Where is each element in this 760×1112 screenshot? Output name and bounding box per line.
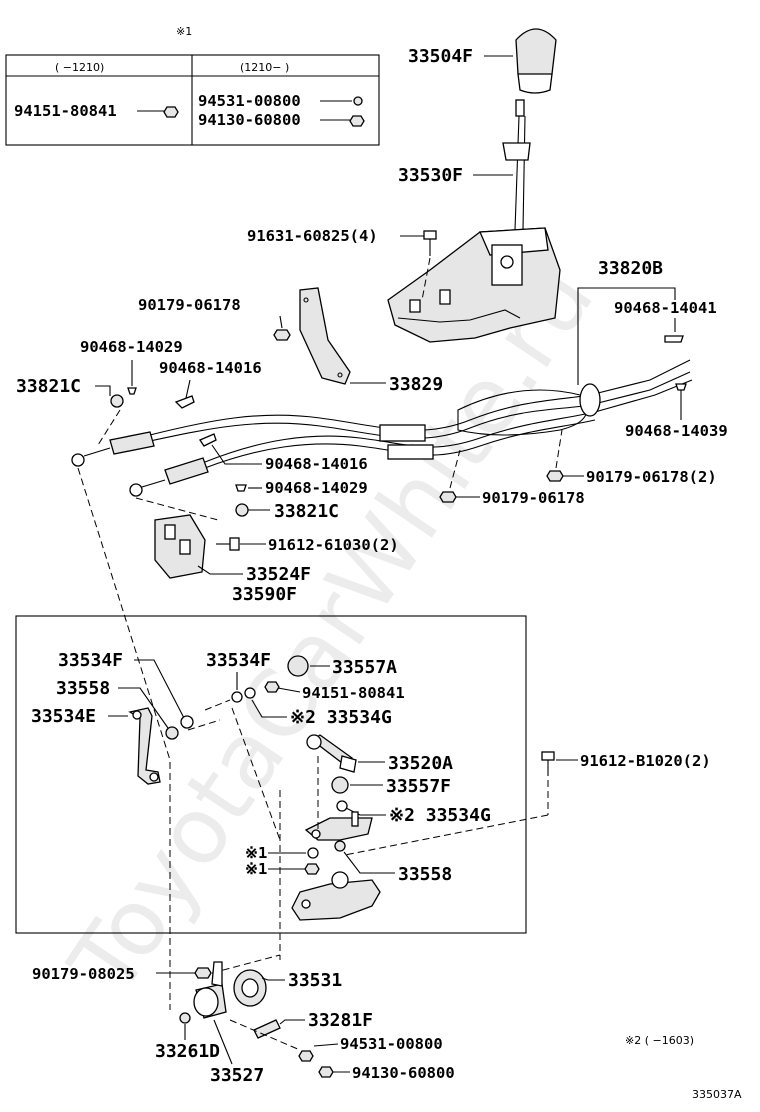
- label-33261D: 33261D: [155, 1041, 220, 1062]
- label-33531: 33531: [288, 970, 342, 991]
- bushing-icon: [331, 776, 349, 794]
- clip-icon: [199, 433, 217, 447]
- label-33829: 33829: [389, 374, 443, 395]
- label-90179-06178-a: 90179-06178: [138, 296, 241, 314]
- label-33534G-a: ※2 33534G: [290, 707, 392, 728]
- bushing-icon: [334, 840, 346, 852]
- washer-icon: [179, 1012, 191, 1024]
- clip-icon: [174, 395, 195, 409]
- pin-icon: [253, 1019, 281, 1039]
- clip-icon: [127, 387, 137, 395]
- table-col1-header: ( −1210): [55, 61, 104, 74]
- table-col2-header: (1210− ): [240, 61, 289, 74]
- nut-icon: [304, 863, 320, 875]
- table-col2-part-2: 94130-60800: [198, 111, 301, 129]
- label-33534F-b: 33534F: [206, 650, 271, 671]
- washer-icon: [353, 96, 363, 106]
- clip-icon: [235, 484, 247, 492]
- washer-icon: [336, 800, 348, 812]
- table-col2-part-1: 94531-00800: [198, 92, 301, 110]
- label-90179-08025: 90179-08025: [32, 965, 135, 983]
- label-star1-a: ※1: [245, 844, 267, 862]
- label-91612-B1020: 91612-B1020(2): [580, 752, 711, 770]
- cable-end-upper: [71, 431, 155, 467]
- nut-icon: [546, 470, 564, 482]
- label-33821C-a: 33821C: [16, 376, 81, 397]
- variant-table: ※1 ( −1210) (1210− ) 94151-80841 94531-0…: [5, 25, 380, 146]
- selector-lever: [193, 961, 227, 1019]
- label-94151-80841: 94151-80841: [302, 684, 405, 702]
- shift-lever-seal: [233, 969, 267, 1007]
- shift-lever-bracket: [291, 871, 381, 921]
- label-90179-06178-b: 90179-06178: [482, 489, 585, 507]
- label-33534G-b: ※2 33534G: [389, 805, 491, 826]
- label-33534E: 33534E: [31, 706, 96, 727]
- label-91612-61030: 91612-61030(2): [268, 536, 399, 554]
- label-33557A: 33557A: [332, 657, 397, 678]
- bolt-icon: [541, 751, 555, 776]
- nut-icon: [194, 967, 212, 979]
- label-33504F: 33504F: [408, 46, 473, 67]
- cable-support-bracket: [154, 514, 206, 579]
- label-33527: 33527: [210, 1065, 264, 1086]
- label-33524F: 33524F: [246, 564, 311, 585]
- shift-lever-housing: [387, 227, 561, 343]
- label-90468-14041: 90468-14041: [614, 299, 717, 317]
- clip-icon: [664, 335, 684, 343]
- bushing-icon: [180, 715, 194, 729]
- shift-link-arm: [128, 707, 161, 785]
- washer-icon: [110, 394, 124, 408]
- nut-icon: [349, 115, 365, 127]
- shift-lever-rod: [502, 99, 531, 231]
- nut-icon: [298, 1050, 314, 1062]
- clip-icon: [675, 383, 687, 391]
- bolt-icon: [216, 537, 240, 551]
- washer-icon: [244, 687, 256, 699]
- note1-mark: ※1: [176, 25, 192, 38]
- bushing-icon: [231, 691, 243, 703]
- label-33558-b: 33558: [398, 864, 452, 885]
- label-90179-06178-2: 90179-06178(2): [586, 468, 717, 486]
- cap-icon: [287, 655, 309, 677]
- label-90468-14029-b: 90468-14029: [265, 479, 368, 497]
- washer-icon: [307, 847, 319, 859]
- bushing-icon: [165, 726, 179, 740]
- nut-icon: [439, 491, 457, 503]
- label-90468-14029-a: 90468-14029: [80, 338, 183, 356]
- bolt-icon: [423, 230, 437, 256]
- cable-end-lower: [129, 457, 209, 497]
- note-2: ※2 ( −1603): [625, 1034, 694, 1047]
- label-90468-14039: 90468-14039: [625, 422, 728, 440]
- nut-icon: [163, 106, 179, 118]
- nut-icon: [273, 329, 291, 341]
- ball-joint-stud: [306, 734, 357, 773]
- label-33281F: 33281F: [308, 1010, 373, 1031]
- nut-icon: [318, 1066, 334, 1078]
- label-33520A: 33520A: [388, 753, 453, 774]
- label-33821C-b: 33821C: [274, 501, 339, 522]
- cable-bracket: [299, 287, 351, 385]
- shift-cables: [149, 359, 693, 469]
- label-90468-14016-b: 90468-14016: [265, 455, 368, 473]
- label-33530F: 33530F: [398, 165, 463, 186]
- label-33557F: 33557F: [386, 776, 451, 797]
- label-90468-14016-a: 90468-14016: [159, 359, 262, 377]
- nut-icon: [264, 681, 280, 693]
- label-94531-00800: 94531-00800: [340, 1035, 443, 1053]
- table-col1-part-1: 94151-80841: [14, 102, 117, 120]
- shift-knob: [515, 28, 557, 94]
- kit-box-33590F: [15, 615, 527, 934]
- label-33820B: 33820B: [598, 258, 663, 279]
- washer-icon: [235, 503, 249, 517]
- diagram-code: 335037A: [692, 1088, 742, 1101]
- label-star1-b: ※1: [245, 860, 267, 878]
- label-33590F: 33590F: [232, 584, 297, 605]
- label-94130-60800: 94130-60800: [352, 1064, 455, 1082]
- label-33558-a: 33558: [56, 678, 110, 699]
- label-91631-60825: 91631-60825(4): [247, 227, 378, 245]
- label-33534F-a: 33534F: [58, 650, 123, 671]
- selector-plate: [304, 811, 373, 841]
